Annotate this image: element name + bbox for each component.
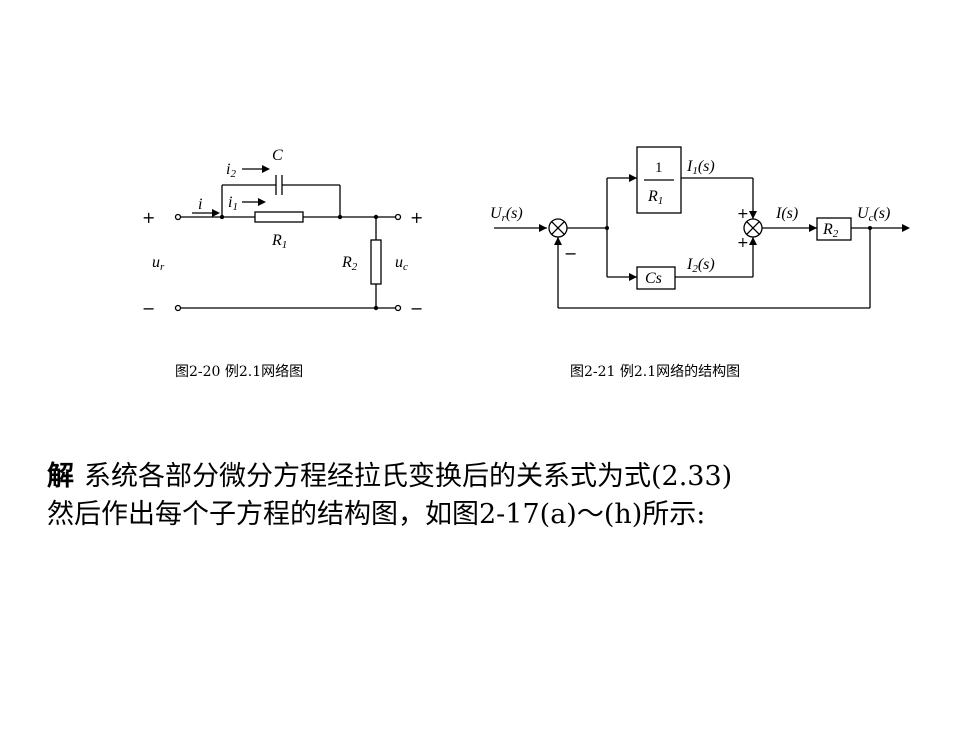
I2-label: I2(s) xyxy=(686,256,715,275)
I1-label: I1(s) xyxy=(686,158,715,177)
output-plus-sign: + xyxy=(410,208,423,227)
Cs-block-label: Cs xyxy=(645,270,662,287)
fig21-caption: 图2-21 例2.1网络的结构图 xyxy=(570,364,741,380)
sum2-plus-top: + xyxy=(737,206,749,222)
solution-label: 解 xyxy=(47,461,74,492)
block-numerator: 1 xyxy=(655,160,663,176)
i-label: i xyxy=(198,196,202,213)
input-terminal-top xyxy=(174,213,182,221)
block-Cs xyxy=(636,266,676,290)
input-plus-sign: + xyxy=(142,208,155,227)
explanation-paragraph: 解系统各部分微分方程经拉氏变换后的关系式为式(2.33) 然后作出每个子方程的结… xyxy=(47,458,732,534)
R1-label: R1 xyxy=(271,232,287,251)
ur-label: ur xyxy=(152,254,165,273)
sum1-minus: − xyxy=(564,244,577,263)
line1-text: 系统各部分微分方程经拉氏变换后的关系式为式(2.33) xyxy=(84,461,733,492)
i1-label: i1 xyxy=(228,194,238,213)
input-minus-sign: − xyxy=(142,299,155,318)
output-terminal-bottom xyxy=(394,304,402,312)
sum2-plus-bottom: + xyxy=(737,235,749,251)
resistor-R2 xyxy=(370,239,382,285)
output-terminal-top xyxy=(394,213,402,221)
Ur-label: Ur(s) xyxy=(490,205,523,224)
uc-label: uc xyxy=(395,254,408,273)
explanation-line-1: 解系统各部分微分方程经拉氏变换后的关系式为式(2.33) xyxy=(47,458,732,496)
output-minus-sign: − xyxy=(410,299,423,318)
I-label: I(s) xyxy=(775,205,798,222)
R2-label: R2 xyxy=(341,254,358,273)
fig20-caption: 图2-20 例2.1网络图 xyxy=(175,364,304,380)
block-denominator: R1 xyxy=(647,188,663,207)
input-terminal-bottom xyxy=(174,304,182,312)
resistor-R1 xyxy=(254,211,304,223)
R2-block-label: R2 xyxy=(822,221,839,240)
explanation-line-2: 然后作出每个子方程的结构图，如图2-17(a)～(h)所示: xyxy=(47,499,706,530)
Uc-label: Uc(s) xyxy=(857,205,890,224)
i2-label: i2 xyxy=(226,161,236,180)
circuit-diagram: C i2 i1 i R1 R2 ur uc + − + − xyxy=(142,147,423,318)
capacitor-label: C xyxy=(272,147,283,164)
block-diagram: Ur(s) 1 R1 I1(s) I(s) R2 Uc(s) Cs I2(s) … xyxy=(490,146,910,309)
block-1-over-R1 xyxy=(636,146,682,214)
block-R2 xyxy=(816,217,852,241)
